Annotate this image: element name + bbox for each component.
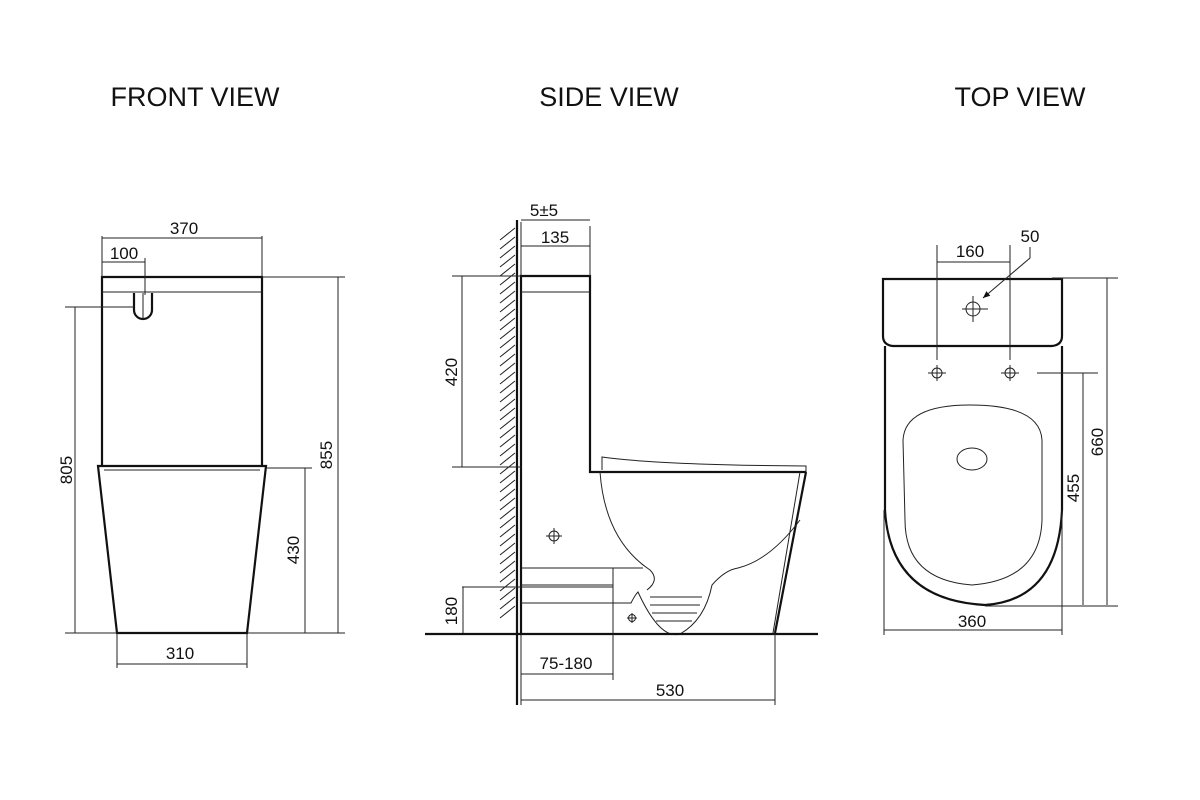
dim-tank-height: 420 [442,358,461,386]
lid-hole [956,447,988,471]
side-tank-outline [519,274,806,633]
hatch-line [499,380,516,394]
dim-total-height: 855 [317,441,336,469]
dim-width-top: 370 [170,219,198,238]
front-tank-outline [100,275,264,466]
hatch-line [499,299,516,313]
hatch-line [499,362,516,376]
top-view: 160 50 660 455 360 [881,227,1118,635]
hatch-line [499,497,516,511]
hatch-line [499,569,516,583]
seat-outline [601,456,807,472]
hatch-line [499,434,516,448]
dim-button-height: 805 [57,456,76,484]
hatch-line [499,227,516,241]
hatch-line [499,470,516,484]
dim-tank-depth: 135 [541,228,569,247]
seat-lid-outline [902,404,1043,586]
hatch-line [499,389,516,403]
hatch-line [499,506,516,520]
hatch-line [499,587,516,601]
hatch-line [499,443,516,457]
hatch-line [499,344,516,358]
dim-bowl-length: 455 [1064,474,1083,502]
dim-total-length: 660 [1088,428,1107,456]
dim-hole-diameter: 50 [1021,227,1040,246]
front-view-title: FRONT VIEW [110,82,280,112]
hatch-line [499,605,516,619]
side-view: 5±5 135 420 180 75-180 530 [425,201,818,705]
hatch-line [499,560,516,574]
hatch-line [499,353,516,367]
hatch-line [499,596,516,610]
hatch-line [499,326,516,340]
side-view-title: SIDE VIEW [539,82,679,112]
hatch-line [499,488,516,502]
hatch-line [499,515,516,529]
wall-hatch [499,227,516,619]
inlet-crosshair-icon [546,528,562,544]
flush-hole-crosshair-icon [962,296,988,322]
side-bowl-outline [773,471,808,634]
hatch-line [499,371,516,385]
front-view: 370 100 805 855 430 310 [57,219,345,668]
dim-outlet-distance: 75-180 [540,654,593,673]
hatch-line [499,398,516,412]
hatch-line [499,533,516,547]
hatch-line [499,416,516,430]
top-tank-outline [881,277,1064,348]
dim-width: 360 [958,612,986,631]
hatch-line [499,290,516,304]
hatch-line [499,551,516,565]
dim-total-depth: 530 [656,681,684,700]
hatch-line [499,245,516,259]
top-view-title: TOP VIEW [954,82,1086,112]
hatch-line [499,335,516,349]
hatch-line [499,524,516,538]
dim-outlet-height: 180 [442,597,461,625]
hatch-line [499,236,516,250]
hatch-line [499,425,516,439]
seat-hole-right-icon [1001,365,1019,381]
hatch-line [499,479,516,493]
hatch-line [499,281,516,295]
hatch-line [499,263,516,277]
hatch-line [499,542,516,556]
hatch-line [499,461,516,475]
hatch-line [499,452,516,466]
outlet-crosshair-icon [627,613,637,623]
seat-hole-left-icon [928,365,946,381]
hatch-line [499,317,516,331]
hatch-line [499,308,516,322]
hatch-line [499,578,516,592]
dim-wall-gap: 5±5 [530,201,558,220]
dim-hole-spacing: 160 [956,242,984,261]
top-bowl-outline [883,346,1064,607]
dim-bowl-height: 430 [284,536,303,564]
dim-base-width: 310 [166,644,194,663]
front-bowl-outline [96,464,268,635]
hatch-line [499,272,516,286]
hatch-line [499,407,516,421]
hatch-line [499,254,516,268]
dim-button-offset: 100 [110,244,138,263]
